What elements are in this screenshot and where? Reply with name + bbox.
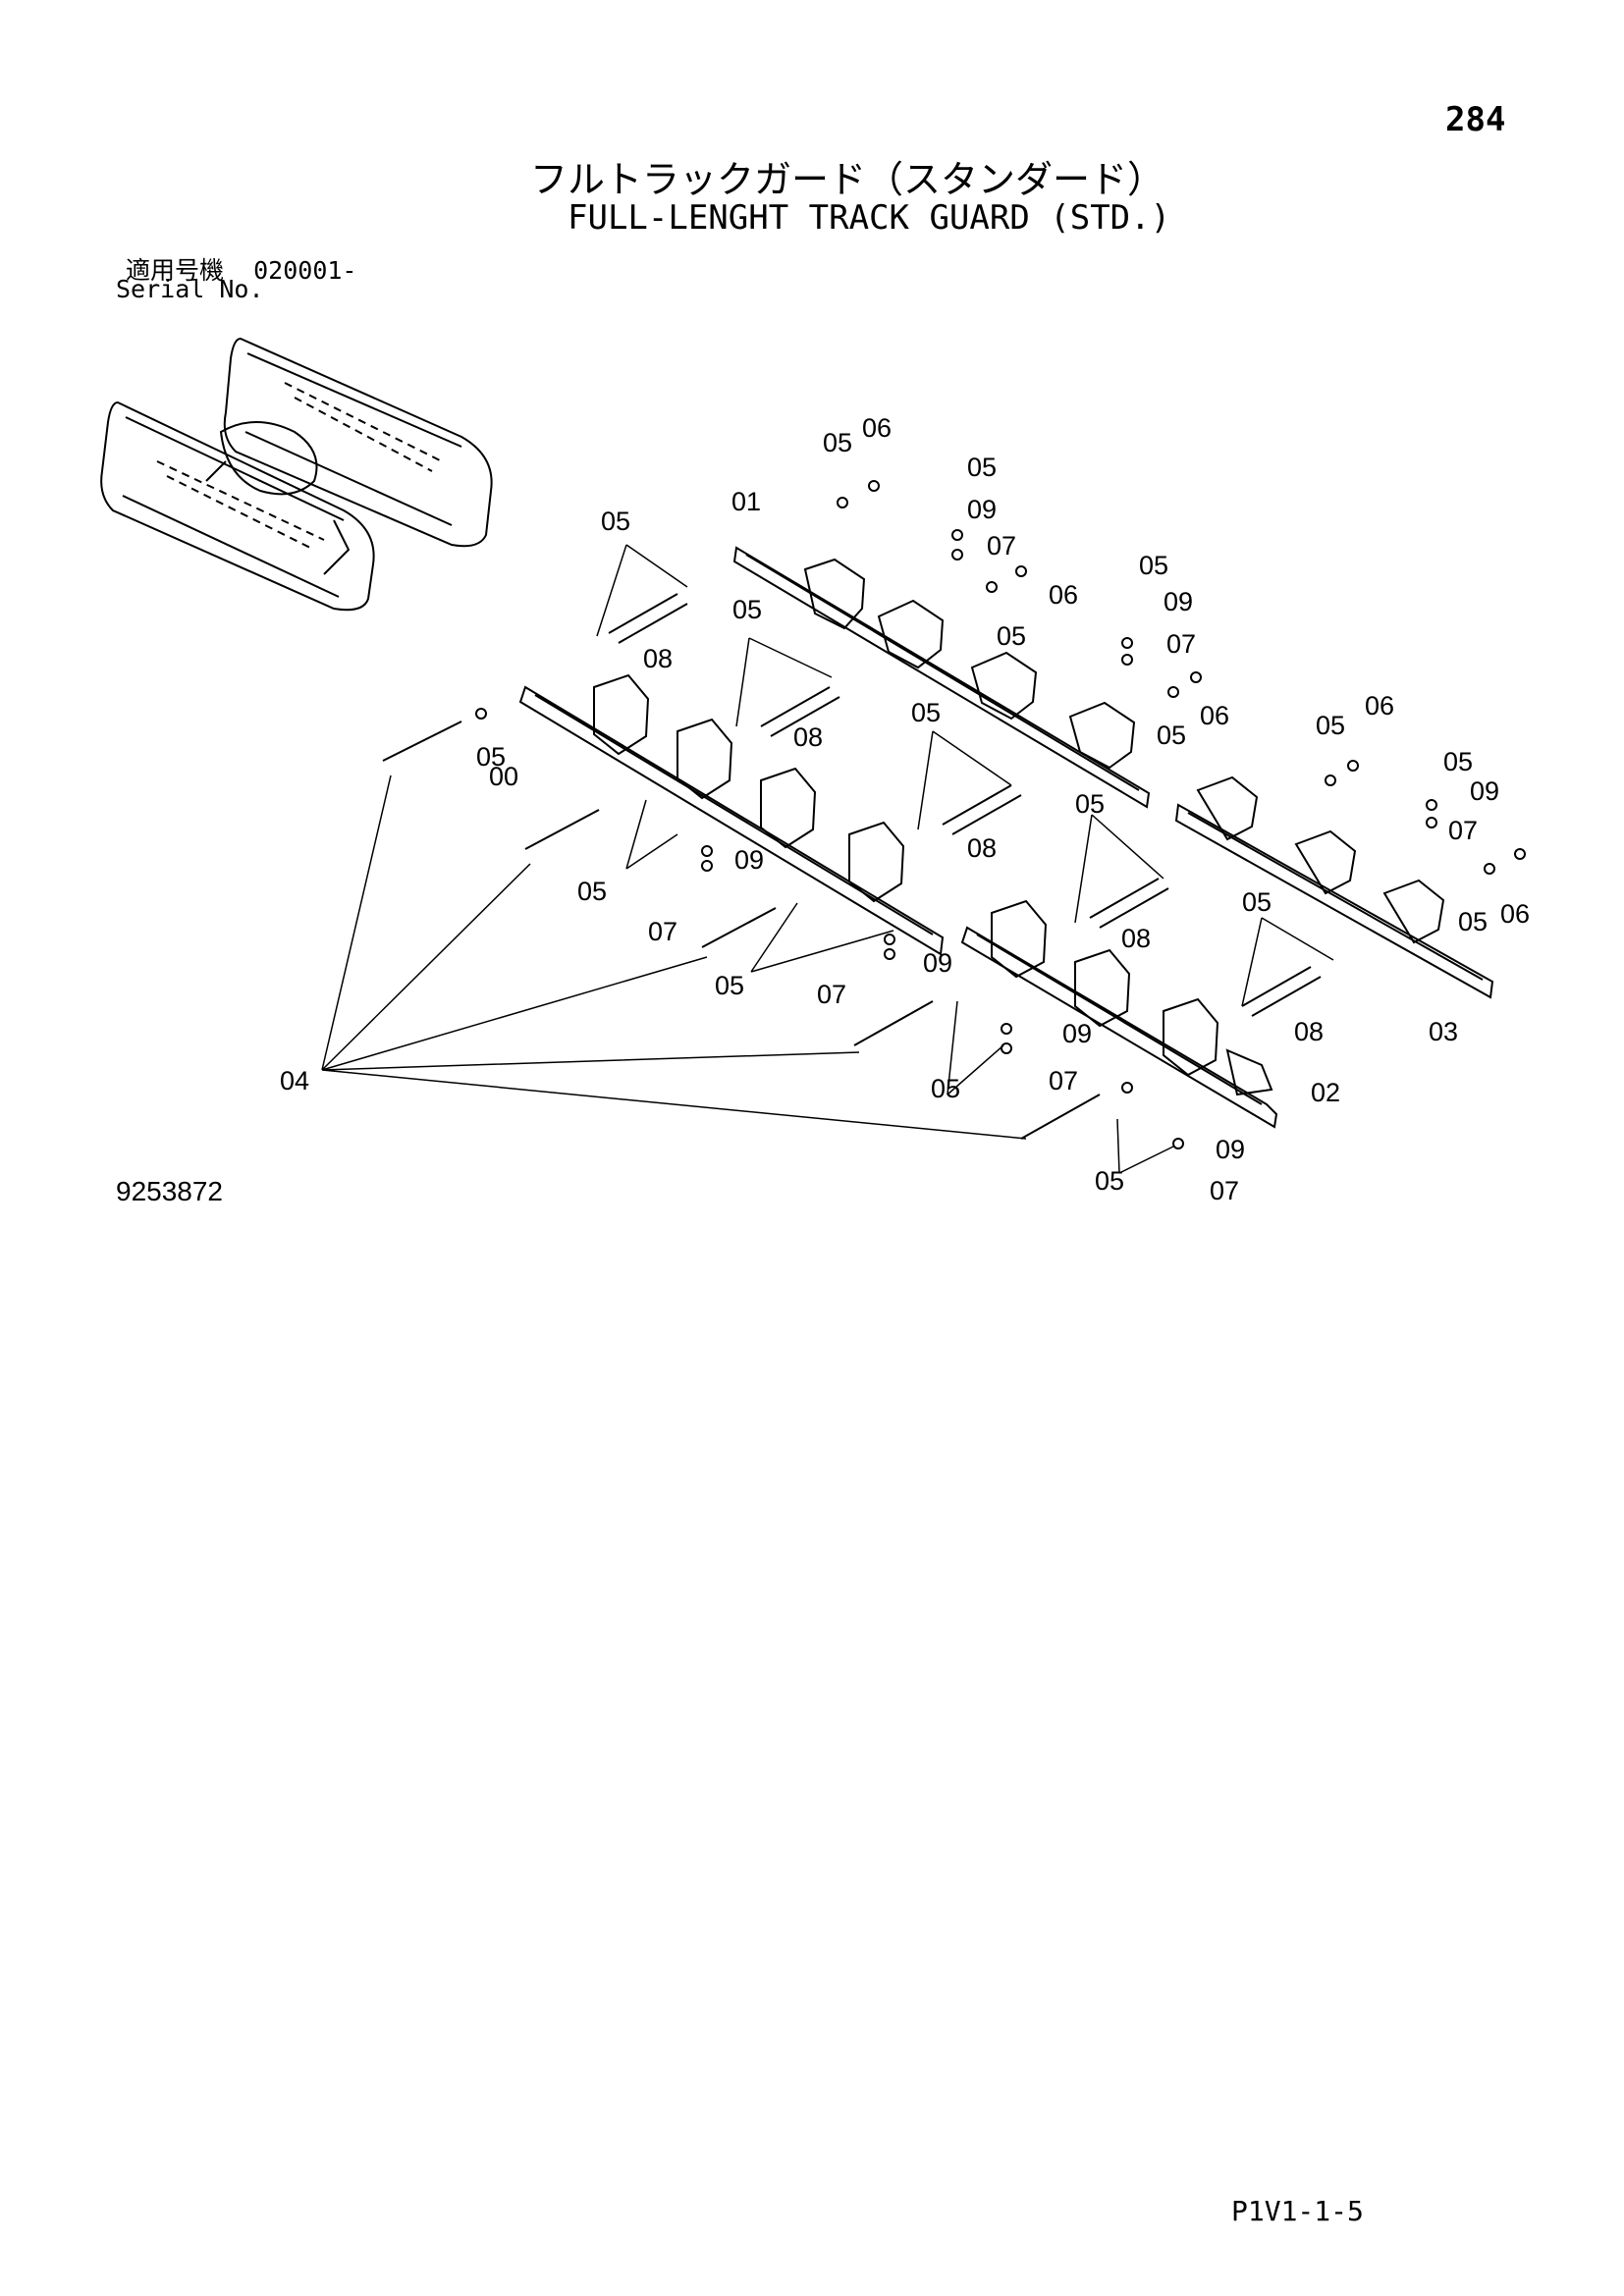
callout-04: 04	[280, 1066, 309, 1095]
page-title-english: FULL-LENGHT TRACK GUARD (STD.)	[568, 198, 1171, 238]
callout-05: 05	[732, 595, 762, 624]
callout-06: 06	[1365, 691, 1394, 721]
serial-number-jp: 適用号機 020001-	[126, 251, 356, 287]
callout-07: 07	[648, 917, 677, 946]
callout-07: 07	[817, 980, 846, 1009]
callout-07: 07	[1049, 1066, 1078, 1095]
spacer-pipe-08-group	[608, 593, 1322, 1017]
callout-01: 01	[731, 487, 761, 516]
long-bolt-04-group	[382, 721, 1101, 1140]
page-title-japanese: フルトラックガード（スタンダード）	[530, 158, 1165, 201]
callout-05: 05	[1095, 1166, 1124, 1196]
callout-05: 05	[715, 971, 744, 1000]
callout-05: 05	[823, 428, 852, 457]
callout-08: 08	[793, 722, 823, 752]
undercarriage-thumbnail	[100, 337, 493, 612]
callout-05: 05	[476, 742, 506, 772]
callout-05: 05	[601, 507, 630, 536]
callout-07: 07	[1448, 816, 1478, 845]
guard-part-02	[960, 899, 1278, 1129]
callout-09: 09	[1164, 587, 1193, 616]
callout-07: 07	[1210, 1176, 1239, 1205]
callout-05: 05	[1157, 721, 1186, 750]
callout-05: 05	[1443, 747, 1473, 776]
callout-labels: 05 06 01 05 09 07 06 05 05 08 05 08 05 0…	[280, 413, 1530, 1205]
page-reference: P1V1-1-5	[1231, 2195, 1364, 2227]
hardware-markers	[475, 480, 1526, 1149]
callout-06: 06	[1200, 701, 1229, 730]
callout-06: 06	[1500, 899, 1530, 929]
callout-08: 08	[1121, 924, 1151, 953]
callout-09: 09	[1062, 1019, 1092, 1048]
callout-05: 05	[911, 698, 941, 727]
callout-05: 05	[997, 621, 1026, 651]
callout-02: 02	[1311, 1078, 1340, 1107]
guard-part-00	[518, 673, 945, 956]
callout-05: 05	[931, 1074, 960, 1103]
callout-09: 09	[923, 948, 952, 978]
callout-09: 09	[1216, 1135, 1245, 1164]
callout-09: 09	[967, 495, 997, 524]
callout-03: 03	[1429, 1017, 1458, 1046]
figure-number: 9253872	[116, 1176, 224, 1206]
serial-value: 020001-	[253, 256, 357, 285]
callout-05: 05	[1139, 551, 1168, 580]
callout-07: 07	[1166, 629, 1196, 659]
serial-label-en: Serial No.	[116, 275, 264, 303]
serial-label-jp: 適用号機	[126, 256, 225, 285]
callout-09: 09	[1470, 776, 1499, 806]
callout-06: 06	[862, 413, 892, 443]
guard-part-01	[732, 546, 1151, 809]
callout-09: 09	[734, 845, 764, 875]
callout-08: 08	[967, 833, 997, 863]
callout-05: 05	[967, 453, 997, 482]
page-number: 284	[1445, 100, 1506, 139]
callout-05: 05	[1242, 887, 1272, 917]
callout-06: 06	[1049, 580, 1078, 610]
callout-05: 05	[1075, 789, 1105, 819]
callout-07: 07	[987, 531, 1016, 561]
leader-lines	[321, 544, 1334, 1174]
callout-05: 05	[1316, 711, 1345, 740]
callout-08: 08	[1294, 1017, 1324, 1046]
callout-05: 05	[1458, 907, 1488, 936]
callout-08: 08	[643, 644, 673, 673]
callout-05: 05	[577, 877, 607, 906]
guard-part-03	[1174, 775, 1494, 999]
callout-00: 00	[489, 762, 518, 791]
